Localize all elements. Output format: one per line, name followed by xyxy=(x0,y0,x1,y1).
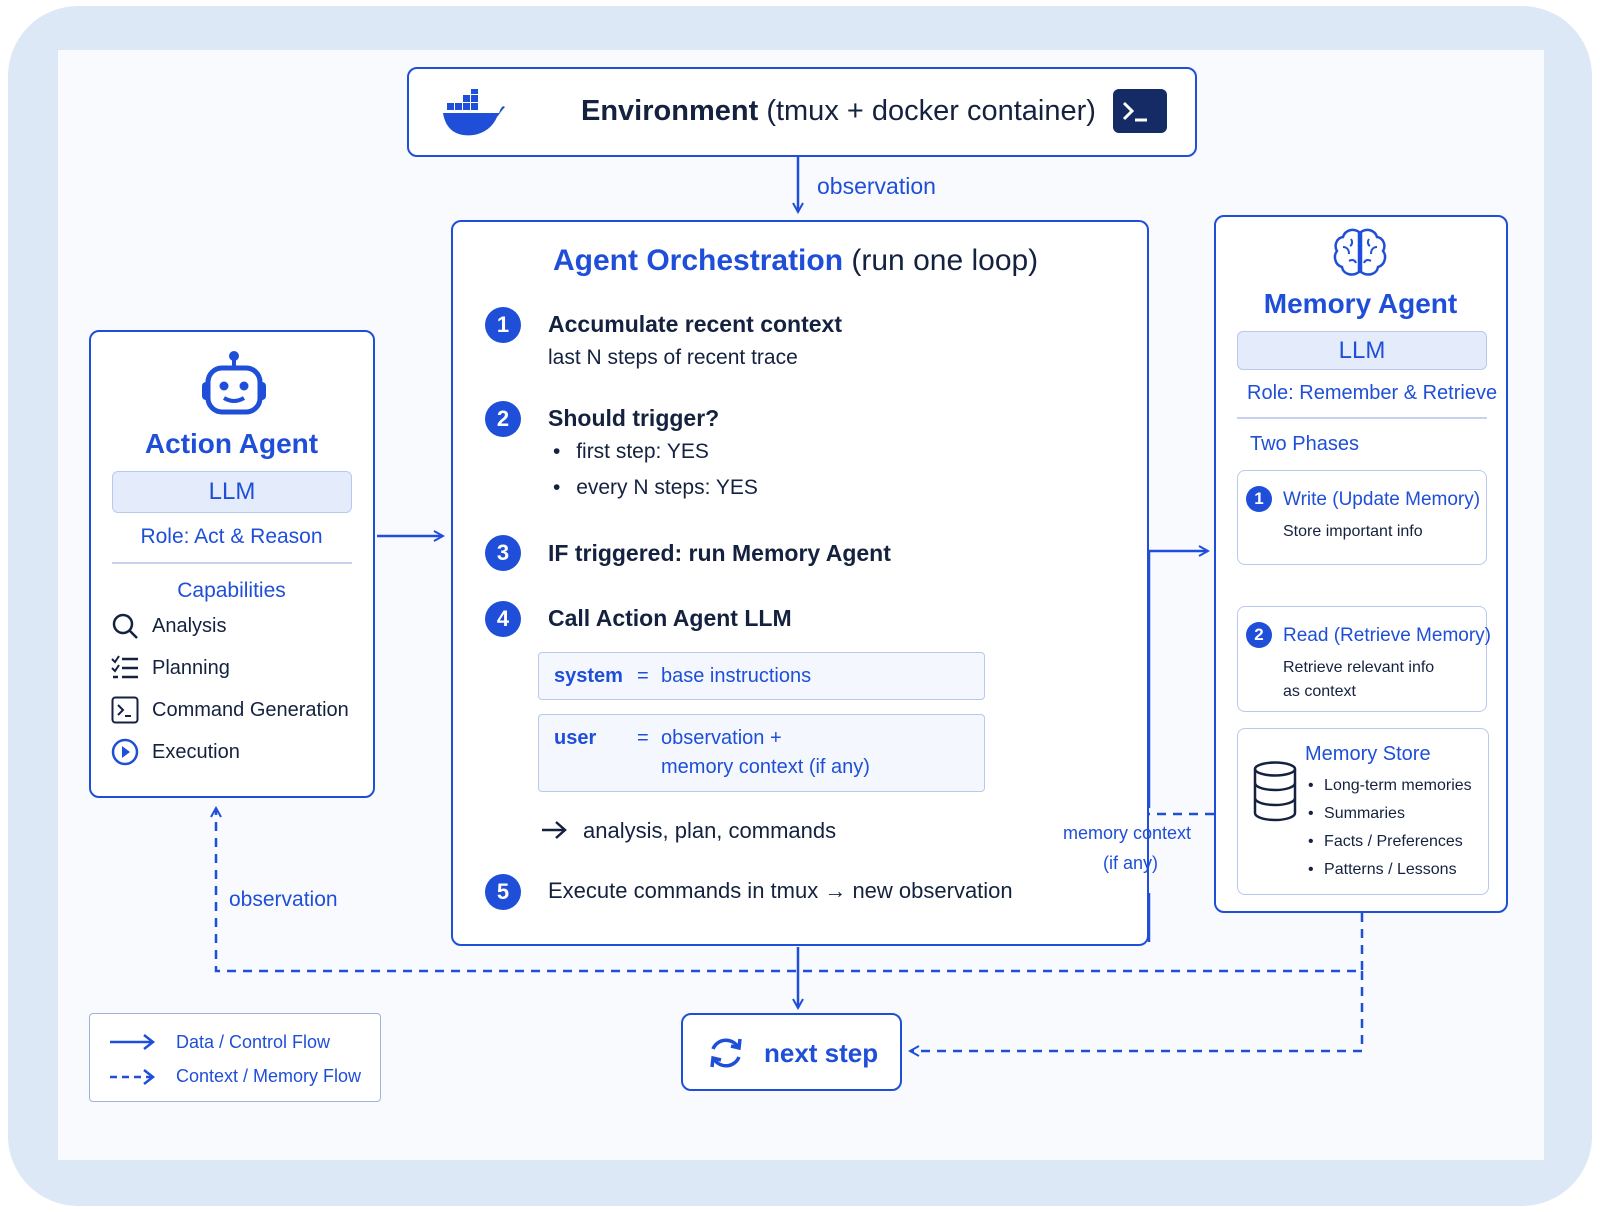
memory-agent-title: Memory Agent xyxy=(1263,288,1458,319)
phase-2-detail-1: Retrieve relevant info xyxy=(1283,659,1435,676)
user-value-line-1: observation + xyxy=(661,727,782,749)
robot-icon xyxy=(202,351,266,415)
checklist-icon xyxy=(111,655,138,679)
phase-1-title: Write (Update Memory) xyxy=(1283,489,1481,510)
action-agent-title: Action Agent xyxy=(144,428,319,459)
capabilities-title: Capabilities xyxy=(177,579,286,602)
step-2-bullet-2-text: every N steps: YES xyxy=(576,476,758,499)
orchestration-subtitle: (run one loop) xyxy=(851,244,1039,277)
dashed-loop-to-action xyxy=(216,808,1364,973)
phase-write-box: 1 Write (Update Memory) Store important … xyxy=(1237,470,1487,565)
step-2-bullet-1-text: first step: YES xyxy=(576,440,709,463)
step-2-title: Should trigger? xyxy=(548,405,720,431)
database-icon xyxy=(1253,761,1297,822)
step-5-badge: 5 xyxy=(485,874,521,910)
orchestration-heading: Agent Orchestration (run one loop) xyxy=(553,244,1038,278)
system-prompt-box: system = base instructions xyxy=(538,652,985,700)
terminal-icon xyxy=(1113,89,1167,133)
memory-store-item-3: • Facts / Preferences xyxy=(1308,833,1463,850)
label-observation-left: observation xyxy=(229,888,338,911)
step-2-badge: 2 xyxy=(485,401,521,437)
environment-box: Environment (tmux + docker container) xyxy=(407,67,1197,157)
phase-read-box: 2 Read (Retrieve Memory) Retrieve releva… xyxy=(1237,606,1491,712)
phase-2-detail-2: as context xyxy=(1283,683,1356,700)
system-value: base instructions xyxy=(661,665,812,687)
search-icon xyxy=(112,613,138,639)
capability-label: Planning xyxy=(152,657,230,679)
system-key: system xyxy=(554,665,623,687)
play-icon xyxy=(111,738,139,766)
user-prompt-box: user = observation + memory context (if … xyxy=(538,714,985,792)
user-key: user xyxy=(554,727,597,749)
phase-2-title: Read (Retrieve Memory) xyxy=(1283,625,1491,646)
next-step-box: next step xyxy=(681,1013,902,1091)
capability-label: Analysis xyxy=(152,615,227,637)
memory-store-item-2: • Summaries xyxy=(1308,805,1405,822)
step-3-title: IF triggered: run Memory Agent xyxy=(548,540,891,566)
step-5-title: Execute commands in tmux → new observati… xyxy=(548,878,1013,903)
memory-divider xyxy=(1237,417,1487,419)
terminal-icon xyxy=(111,696,139,724)
label-observation-top: observation xyxy=(817,173,936,199)
step-2-bullet-1: • first step: YES xyxy=(553,440,709,463)
orchestration-box: Agent Orchestration (run one loop) 1 Acc… xyxy=(451,220,1149,946)
capability-label: Execution xyxy=(152,741,240,763)
label-memory-context: memory context xyxy=(1063,823,1192,843)
step-1-detail: last N steps of recent trace xyxy=(548,346,798,369)
orchestration-title: Agent Orchestration xyxy=(553,244,844,277)
legend-solid-label: Data / Control Flow xyxy=(176,1032,331,1052)
memory-store-box: Memory Store • Long-term memories • Summ… xyxy=(1237,728,1489,895)
refresh-icon xyxy=(710,1038,742,1068)
memory-store-item-text: Long-term memories xyxy=(1324,777,1472,794)
label-memory-context-if-any: (if any) xyxy=(1103,853,1159,873)
call-result: analysis, plan, commands xyxy=(583,818,837,843)
next-step-label: next step xyxy=(764,1038,879,1068)
phase-1-badge: 1 xyxy=(1246,486,1272,512)
memory-store-item-4: • Patterns / Lessons xyxy=(1308,861,1457,878)
memory-store-item-text: Patterns / Lessons xyxy=(1324,861,1457,878)
environment-subtitle: (tmux + docker container) xyxy=(766,95,1096,127)
user-eq: = xyxy=(637,727,649,749)
phase-2-badge: 2 xyxy=(1246,622,1272,648)
legend-line-icons xyxy=(110,1034,156,1085)
memory-store-title: Memory Store xyxy=(1305,743,1431,765)
brain-icon xyxy=(1333,228,1387,276)
action-agent-box: Action Agent LLM Role: Act & Reason Capa… xyxy=(89,330,375,798)
step-1-badge: 1 xyxy=(485,307,521,343)
capability-label: Command Generation xyxy=(152,699,349,721)
system-eq: = xyxy=(637,665,649,687)
memory-store-item-1: • Long-term memories xyxy=(1308,777,1472,794)
environment-title: Environment xyxy=(581,95,759,127)
action-agent-role: Role: Act & Reason xyxy=(140,525,323,548)
step-3-badge: 3 xyxy=(485,535,521,571)
step-2-bullet-2: • every N steps: YES xyxy=(553,476,758,499)
step-1-title: Accumulate recent context xyxy=(548,311,842,337)
action-llm-badge: LLM xyxy=(112,471,352,513)
legend-dashed-label: Context / Memory Flow xyxy=(176,1066,362,1086)
result-arrow-icon xyxy=(542,821,567,839)
dashed-memory-to-next xyxy=(910,971,1364,1051)
action-divider xyxy=(112,562,352,564)
memory-agent-box: Memory Agent LLM Role: Remember & Retrie… xyxy=(1214,215,1508,913)
memory-agent-role: Role: Remember & Retrieve xyxy=(1247,382,1498,404)
docker-whale-icon xyxy=(443,89,505,136)
step-4-title: Call Action Agent LLM xyxy=(548,605,792,631)
memory-store-item-text: Summaries xyxy=(1324,805,1405,822)
legend-box: Data / Control Flow Context / Memory Flo… xyxy=(89,1013,381,1102)
step-4-badge: 4 xyxy=(485,601,521,637)
phase-1-detail: Store important info xyxy=(1283,523,1423,540)
phases-title: Two Phases xyxy=(1250,433,1359,455)
memory-llm-badge: LLM xyxy=(1237,331,1487,370)
environment-heading: Environment (tmux + docker container) xyxy=(581,95,1096,128)
memory-store-item-text: Facts / Preferences xyxy=(1324,833,1463,850)
user-value-line-2: memory context (if any) xyxy=(661,756,870,778)
